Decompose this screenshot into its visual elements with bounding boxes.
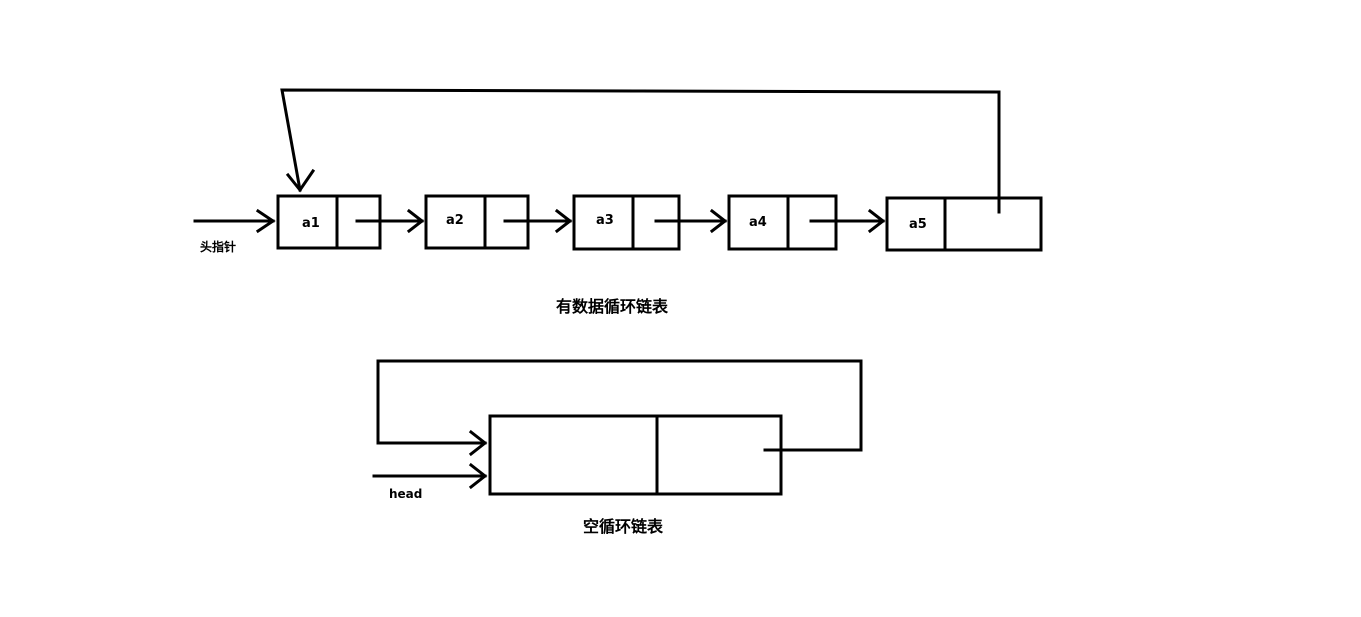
circular-list-caption: 有数据循环链表 [556,297,669,316]
empty-list-caption: 空循环链表 [583,517,664,536]
node-label-a1: a1 [302,216,320,231]
arrow-a1-a2 [355,208,425,234]
empty-head-arrow [372,462,488,490]
node-label-a2: a2 [446,213,464,228]
empty-node [488,414,783,496]
arrow-a2-a3 [503,208,573,234]
head-pointer-label: 头指针 [200,240,237,254]
node-label-a5: a5 [909,217,927,232]
node-label-a3: a3 [596,213,614,228]
arrow-a3-a4 [654,208,728,234]
arrow-a4-a5 [809,208,886,234]
head-pointer-arrow [193,208,276,234]
loop-back-arrow [280,88,1001,214]
head-label: head [389,487,423,501]
empty-loop-arrow [376,359,863,457]
node-a5 [885,196,1043,252]
node-label-a4: a4 [749,215,767,230]
